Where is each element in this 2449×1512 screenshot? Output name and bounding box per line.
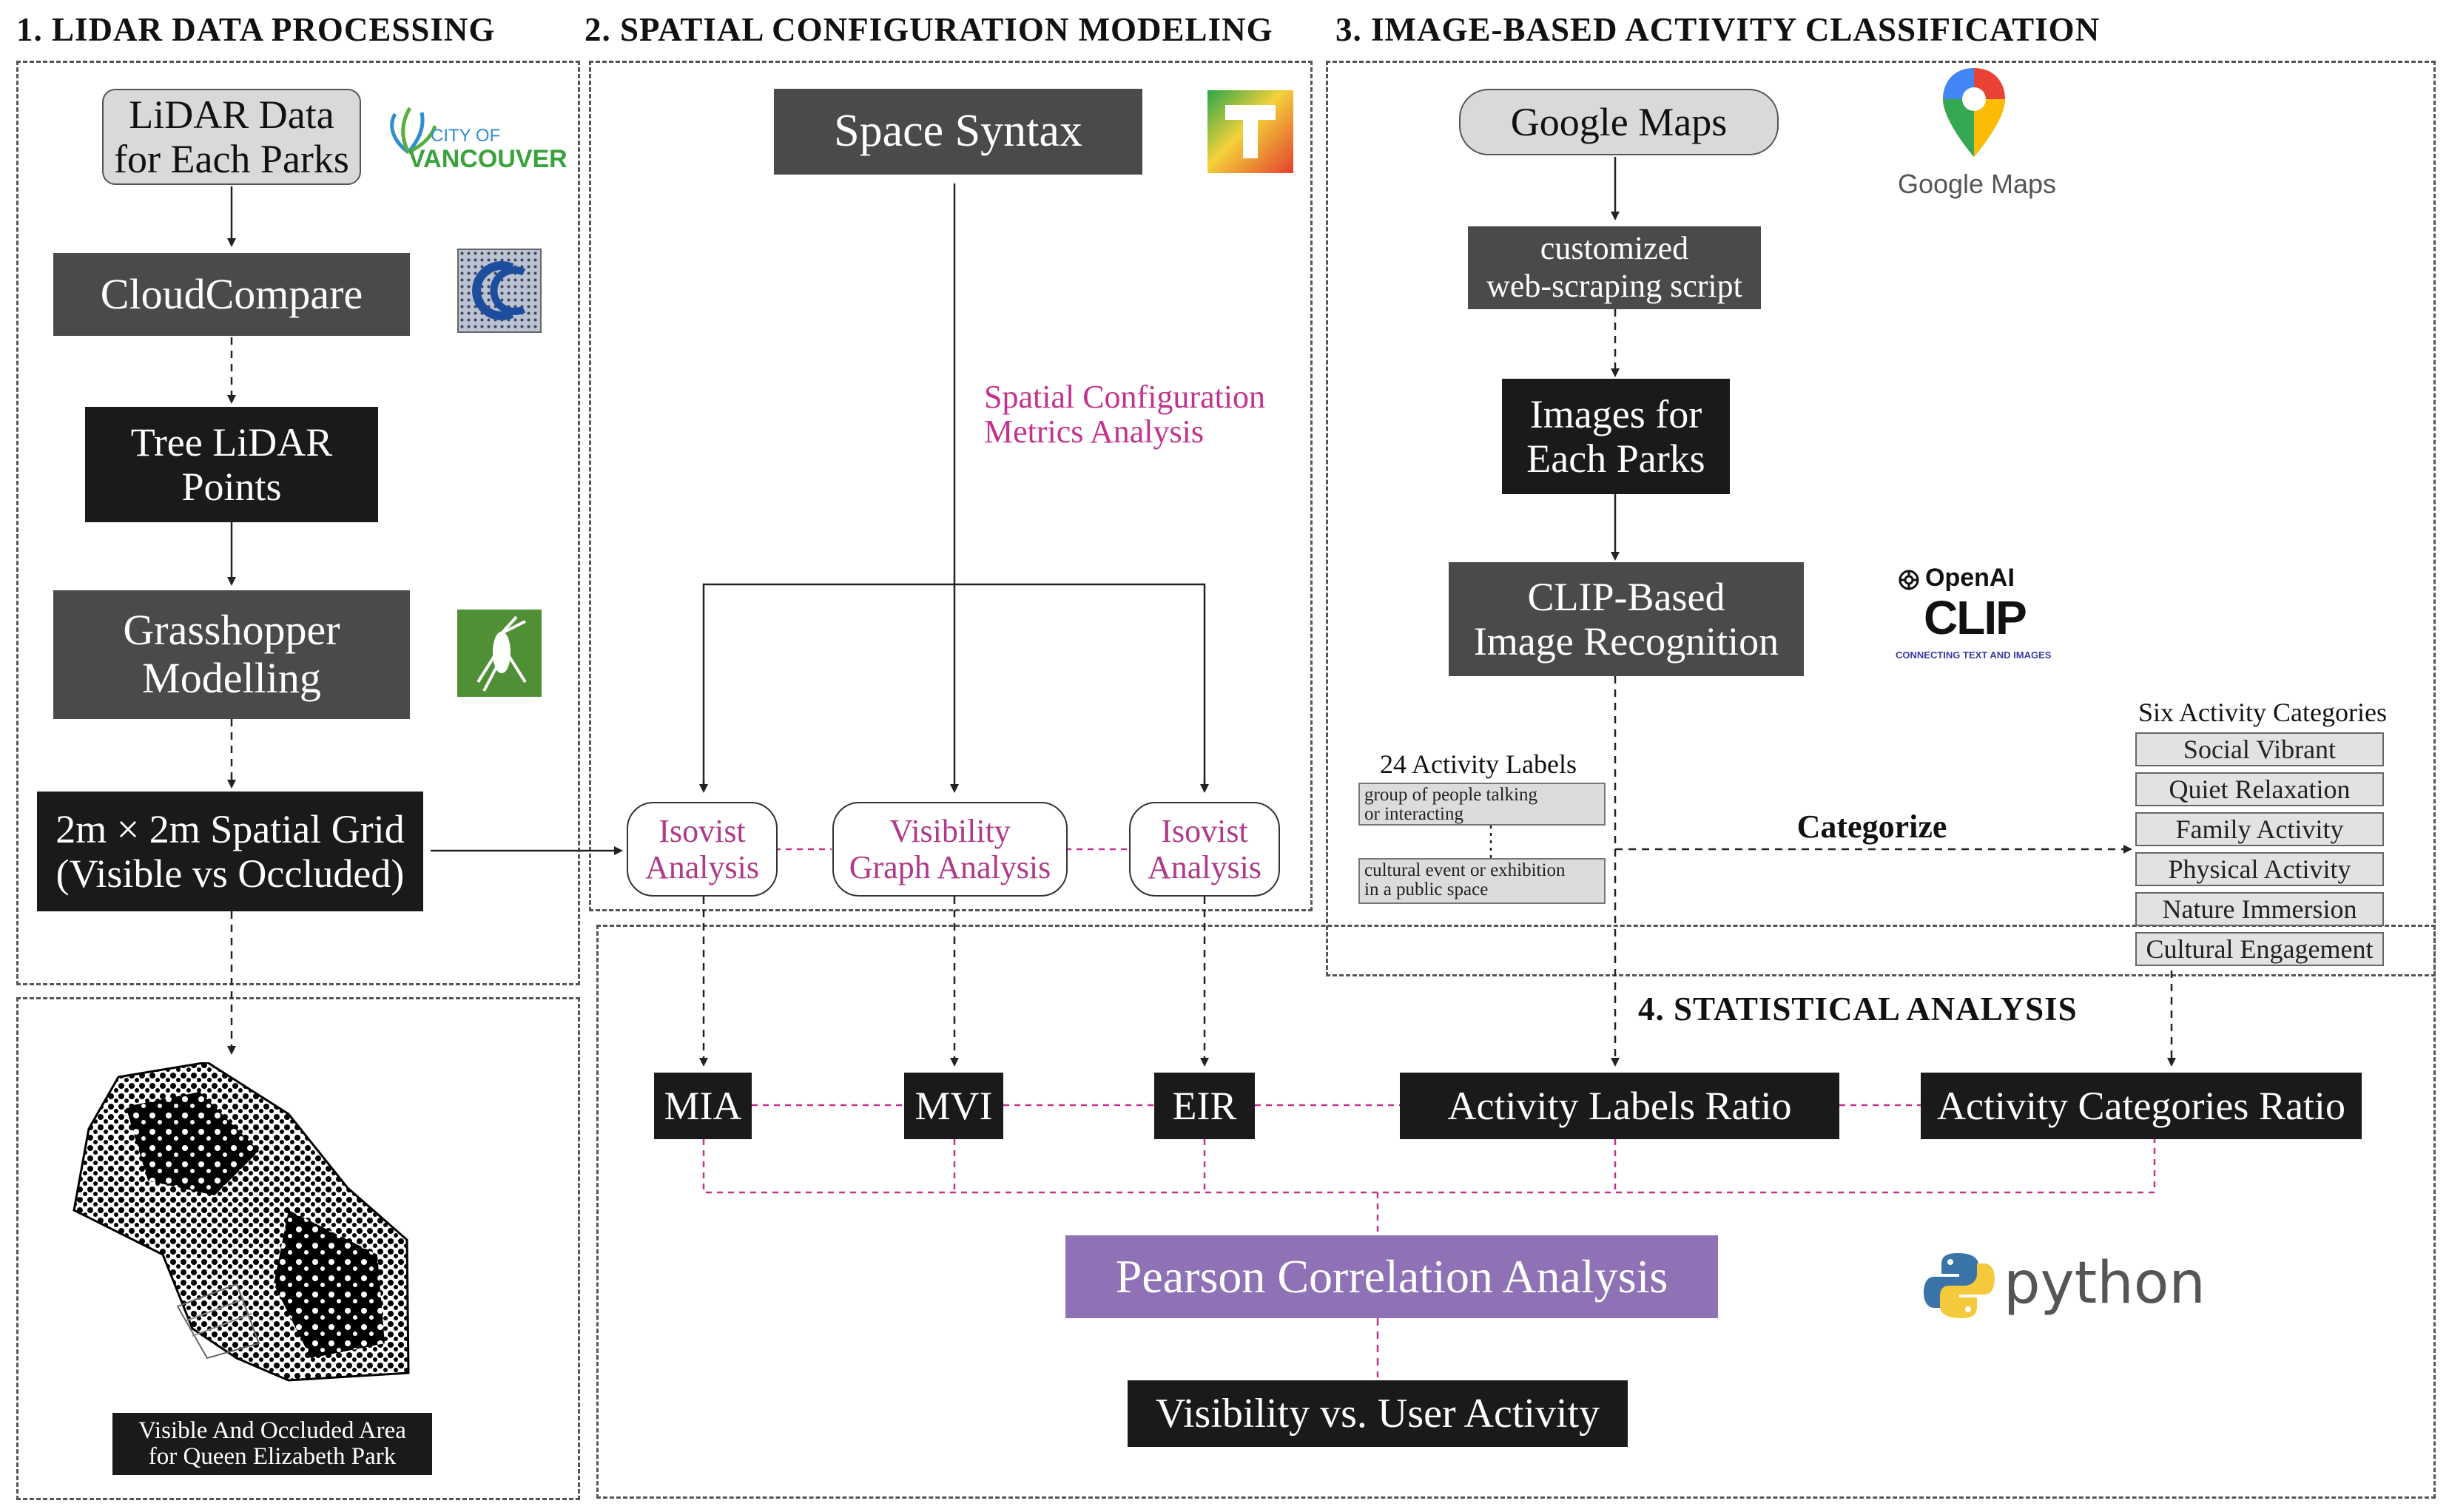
grasshopper-box: Grasshopper Modelling (53, 590, 410, 719)
panel-stats (596, 925, 2436, 1499)
clip-tagline: CONNECTING TEXT AND IMAGES (1896, 649, 2052, 661)
category-social-vibrant: Social Vibrant (2135, 732, 2384, 766)
clip-wordmark: CLIP (1924, 591, 2027, 644)
activity-categories-ratio-box: Activity Categories Ratio (1921, 1073, 2362, 1139)
category-quiet-relaxation: Quiet Relaxation (2135, 772, 2384, 806)
city-of-vancouver-logo: CITY OF VANCOUVER (379, 101, 571, 182)
activity-labels-ratio-box: Activity Labels Ratio (1400, 1073, 1839, 1139)
images-box: Images for Each Parks (1502, 379, 1730, 494)
cloudcompare-box: CloudCompare (53, 253, 410, 336)
activity-label-2: cultural event or exhibition in a public… (1358, 858, 1606, 904)
result-box: Visibility vs. User Activity (1128, 1380, 1628, 1447)
park-visibility-map (67, 1061, 422, 1403)
category-nature-immersion: Nature Immersion (2135, 892, 2384, 926)
activity-labels-title: 24 Activity Labels (1380, 749, 1577, 779)
category-cultural-engagement: Cultural Engagement (2135, 932, 2384, 966)
section-title-image: 3. IMAGE-BASED ACTIVITY CLASSIFICATION (1335, 11, 2101, 48)
category-family-activity: Family Activity (2135, 812, 2384, 846)
section-title-spatial: 2. SPATIAL CONFIGURATION MODELING (585, 11, 1273, 48)
panel-image (1326, 61, 2436, 976)
panel-map (16, 997, 580, 1500)
scraping-script-box: customized web-scraping script (1468, 226, 1761, 309)
categorize-label: Categorize (1796, 809, 1947, 845)
space-syntax-box: Space Syntax (774, 89, 1142, 175)
clip-recognition-box: CLIP-Based Image Recognition (1449, 562, 1804, 676)
grasshopper-icon (457, 610, 542, 697)
isovist-right-box: Isovist Analysis (1129, 802, 1280, 897)
openai-clip-logo: OpenAI CLIP CONNECTING TEXT AND IMAGES (1894, 564, 2079, 667)
panel-spatial (589, 61, 1313, 911)
eir-box: EIR (1154, 1073, 1255, 1139)
pearson-box: Pearson Correlation Analysis (1065, 1235, 1718, 1318)
activity-label-1: group of people talking or interacting (1358, 783, 1606, 826)
mia-box: MIA (654, 1073, 752, 1139)
google-maps-box: Google Maps (1459, 89, 1779, 155)
lidar-data-box: LiDAR Data for Each Parks (102, 89, 361, 185)
map-caption: Visible And Occluded Area for Queen Eliz… (112, 1413, 432, 1475)
vancouver-logo-line2: VANCOUVER (408, 145, 567, 173)
section-title-lidar: 1. LIDAR DATA PROCESSING (16, 11, 496, 48)
spatial-grid-box: 2m × 2m Spatial Grid (Visible vs Occlude… (37, 792, 423, 911)
python-logo: python (1924, 1249, 2206, 1323)
tree-lidar-box: Tree LiDAR Points (85, 407, 378, 522)
openai-wordmark: OpenAI (1925, 564, 2015, 592)
panel-lidar (16, 61, 580, 985)
isovist-left-box: Isovist Analysis (627, 802, 778, 897)
python-wordmark: python (2004, 1250, 2206, 1317)
space-syntax-icon (1207, 90, 1293, 173)
section-title-stats: 4. STATISTICAL ANALYSIS (1634, 990, 2082, 1028)
metrics-label: Spatial Configuration Metrics Analysis (984, 379, 1266, 450)
cloudcompare-icon (457, 249, 542, 333)
category-physical-activity: Physical Activity (2135, 852, 2384, 886)
google-maps-pin-icon (1938, 65, 2010, 161)
vga-box: Visibility Graph Analysis (832, 802, 1068, 897)
google-maps-wordmark: Google Maps (1897, 169, 2057, 199)
categories-title: Six Activity Categories (2138, 698, 2387, 727)
mvi-box: MVI (904, 1073, 1003, 1139)
vancouver-logo-line1: CITY OF (431, 126, 501, 146)
